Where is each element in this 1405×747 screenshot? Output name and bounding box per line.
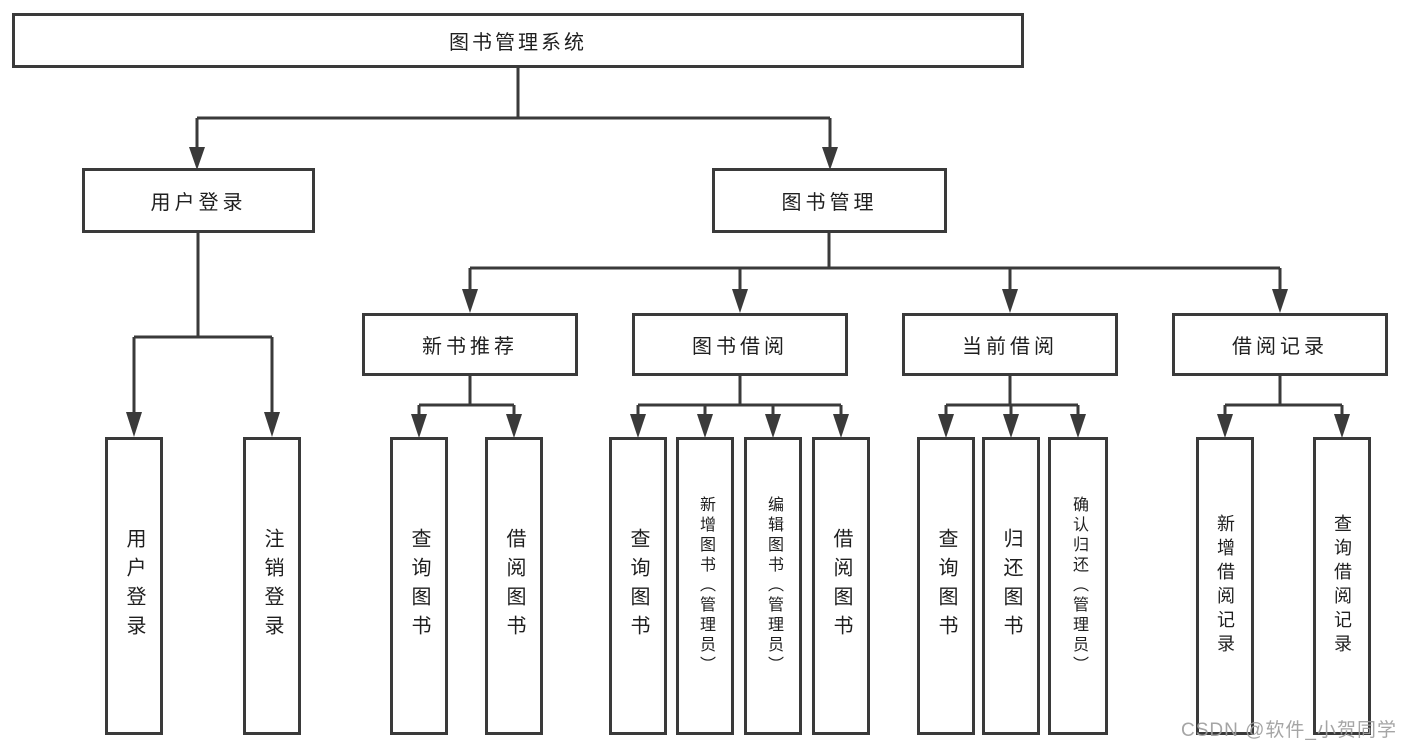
leaf-add-borrow-record: 新增借阅记录 xyxy=(1196,437,1254,735)
node-label: 新书推荐 xyxy=(422,336,518,358)
leaf-label: 查询图书 xyxy=(408,528,430,644)
leaf-query-books-borrow: 查询图书 xyxy=(609,437,667,735)
leaf-edit-books-admin: 编辑图书（管理员） xyxy=(744,437,802,735)
leaf-label: 查询图书 xyxy=(935,528,957,644)
leaf-label: 新增图书（管理员） xyxy=(697,496,714,676)
leaf-label: 编辑图书（管理员） xyxy=(765,496,782,676)
leaf-borrow-books-recommend: 借阅图书 xyxy=(485,437,543,735)
node-label: 用户登录 xyxy=(150,192,247,214)
node-label: 图书管理 xyxy=(781,192,878,214)
node-label: 借阅记录 xyxy=(1232,336,1328,358)
node-current-borrowing: 当前借阅 xyxy=(902,313,1118,376)
node-user-login: 用户登录 xyxy=(82,168,315,233)
node-label: 图书借阅 xyxy=(692,336,788,358)
leaf-borrow-books: 借阅图书 xyxy=(812,437,870,735)
leaf-label: 借阅图书 xyxy=(830,528,852,644)
arrowheads xyxy=(126,147,1350,438)
leaf-add-books-admin: 新增图书（管理员） xyxy=(676,437,734,735)
leaf-confirm-return-admin: 确认归还（管理员） xyxy=(1048,437,1108,735)
leaf-user-login: 用户登录 xyxy=(105,437,163,735)
leaf-query-books-recommend: 查询图书 xyxy=(390,437,448,735)
leaf-label: 注销登录 xyxy=(261,528,283,644)
node-new-book-recommendation: 新书推荐 xyxy=(362,313,578,376)
leaf-logout: 注销登录 xyxy=(243,437,301,735)
leaf-label: 用户登录 xyxy=(123,528,145,644)
node-borrowing-records: 借阅记录 xyxy=(1172,313,1388,376)
csdn-watermark: CSDN @软件_小贺同学 xyxy=(1181,720,1397,741)
leaf-label: 新增借阅记录 xyxy=(1215,514,1235,658)
node-book-management: 图书管理 xyxy=(712,168,947,233)
leaf-return-books: 归还图书 xyxy=(982,437,1040,735)
leaf-label: 归还图书 xyxy=(1000,528,1022,644)
node-library-management-system: 图书管理系统 xyxy=(12,13,1024,68)
leaf-label: 确认归还（管理员） xyxy=(1070,496,1087,676)
leaf-label: 查询图书 xyxy=(627,528,649,644)
node-label: 当前借阅 xyxy=(962,336,1058,358)
leaf-label: 查询借阅记录 xyxy=(1332,514,1352,658)
leaf-query-borrow-record: 查询借阅记录 xyxy=(1313,437,1371,735)
node-book-borrowing: 图书借阅 xyxy=(632,313,848,376)
leaf-query-books-current: 查询图书 xyxy=(917,437,975,735)
node-label: 图书管理系统 xyxy=(449,32,587,54)
leaf-label: 借阅图书 xyxy=(503,528,525,644)
